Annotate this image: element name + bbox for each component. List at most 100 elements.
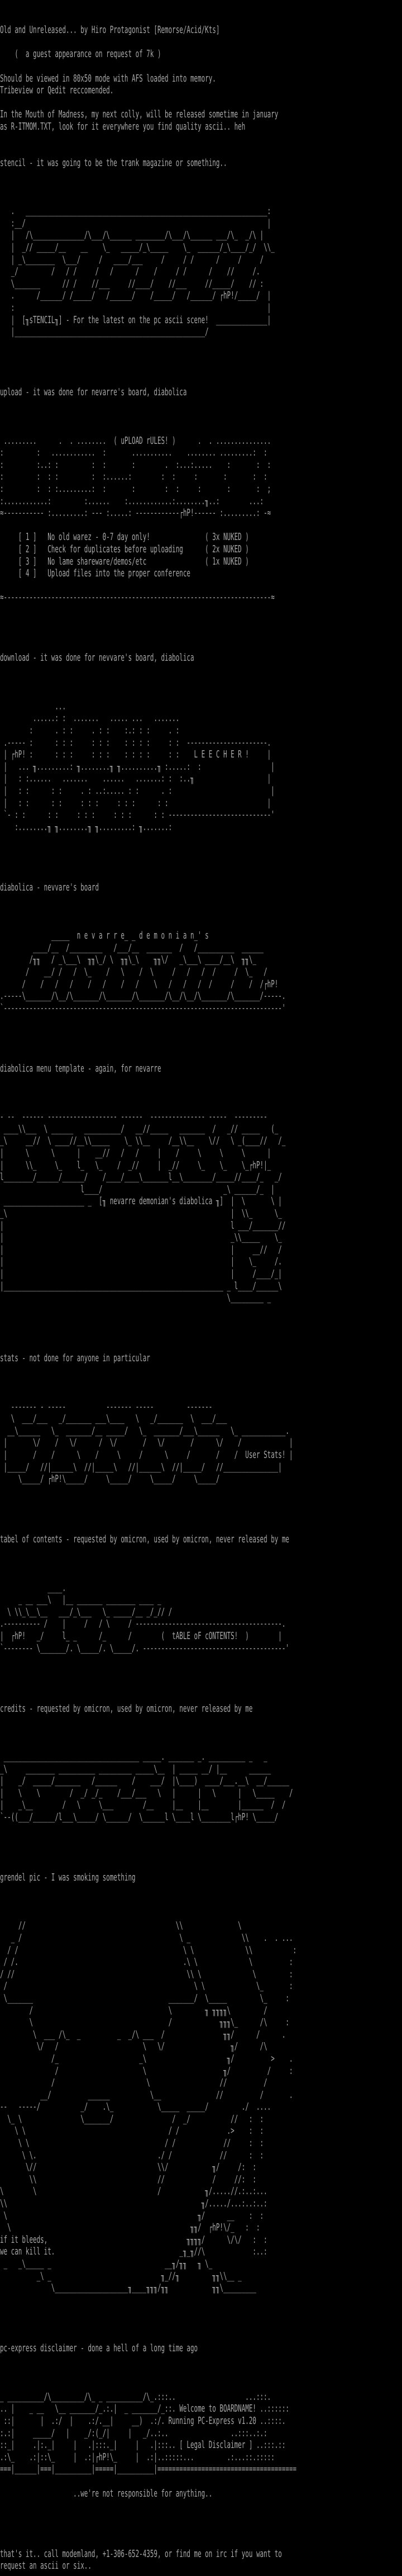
text-line: | _\\_____ \_ xyxy=(0,1231,282,1244)
toc-ascii-art: ____. _ __ ___\ |__ _______ ________ ___… xyxy=(0,1581,289,1655)
text-line: |_____/ //|______\ //|_____\ //|______\ … xyxy=(0,1461,282,1473)
text-line: | | /____/_| xyxy=(0,1267,282,1280)
pcx-tagline-block: ..we're not responsible for anything.. xyxy=(0,2487,212,2500)
text-line: |_______________________________________… xyxy=(0,1280,282,1292)
text-line: :............: :...... :............:...… xyxy=(0,495,264,507)
text-line: / /. .\ \ \ : xyxy=(0,1955,293,1968)
text-line: __\______ \_ _______/__ _____/ \_ ______… xyxy=(0,1424,289,1437)
text-line: \_____/ ┌hP!\_____/ \_____/ \_____/ \___… xyxy=(0,1472,220,1485)
text-line: _ _\_____ _ __╖/╖╖ ╖ \_ xyxy=(0,2257,213,2270)
rule-penalty: ( 2x NUKED ) xyxy=(205,543,249,556)
text-line: : : : : : :......: : : : : : : xyxy=(0,470,267,483)
text-line: . ______________________________________… xyxy=(0,205,271,217)
download-ascii-art: ... ......: : ....... ..... ... ....... … xyxy=(0,700,275,834)
text-line: _____ n e v a r r e_ _ d e m o n i a n_'… xyxy=(0,929,209,942)
text-line: \ ___ /\_ _ _ _/\ ___ / ╖╖/ / . xyxy=(0,2028,286,2040)
text-line: \ ___/___ _/_______ ___\____ \ _/_______… xyxy=(0,1412,227,1425)
text-line: /_ _\ ╖/ > . xyxy=(0,2052,293,2064)
text-line: \ / ╖╖╖\_ /\ : xyxy=(0,2016,289,2029)
rule-number: [ 1 ] xyxy=(18,531,37,543)
text-line: .. | _ __ \__ _______/_.:.| _ _______/_:… xyxy=(0,2402,289,2415)
credits-ascii-art: _____________________________________ __… xyxy=(0,1751,293,1824)
text-line: .-----\_______/\__/\_______/\_______/\__… xyxy=(0,989,286,1002)
upload-rules-list: [ 1 ]No old warez - 0-7 day only!( 3x NU… xyxy=(0,531,402,579)
text-line: \ \ / ╖/.....//.:..:... xyxy=(0,2185,267,2198)
text-line: _ __________/\_________/\_ _ __________/… xyxy=(0,2390,271,2403)
section-caption: stencil - it was going to be the trank m… xyxy=(0,157,227,169)
upload-rule: [ 2 ]Check for duplicates before uploadi… xyxy=(0,539,402,560)
guest-note: ( a guest appearance on request of 7k ) xyxy=(0,48,161,60)
text-line: | \ \ | __// / / | / \ \ \ | xyxy=(0,1147,271,1159)
text-line: | \/ / \/ / \/ / \/ / \/ / | xyxy=(0,1436,293,1449)
text-line: request an ascii or six.. xyxy=(0,2559,92,2572)
text-line: ______________________ _ [╖ nevarre demo… xyxy=(0,1195,282,1208)
text-line: `---------------------------------------… xyxy=(0,1002,286,1014)
rule-text: Upload files into the proper conference xyxy=(47,567,190,580)
guest-note-block: ( a guest appearance on request of 7k ) xyxy=(0,48,161,60)
text-line: | | \_ /. xyxy=(0,1255,282,1268)
text-line: `--((___/______/l___\_____/ \______/ \__… xyxy=(0,1811,279,1824)
text-line: _/ / / / / / / / / / / // /. xyxy=(0,265,260,278)
section-caption: grendel pic - I was smoking something xyxy=(0,1871,136,1884)
text-line: : . : : . : : :.: : : . : xyxy=(0,724,180,737)
upload-ascii-art: ......... . . ........ ( uPLOAD rULES! )… xyxy=(0,434,271,519)
text-line: _ __ ___\ |__ _______ ________ ____ _ xyxy=(0,1593,161,1606)
text-line: \/ / \ \/ ╖/ /\ xyxy=(0,2040,267,2053)
stats-ascii-art: ------- - ----- ------- ----- ------- \ … xyxy=(0,1400,293,1485)
upload-rule: [ 1 ]No old warez - 0-7 day only!( 3x NU… xyxy=(0,527,402,547)
section-caption: diabolica menu template - again, for nev… xyxy=(0,1062,161,1074)
text-line: \ \. ./ / // : : xyxy=(0,2149,264,2161)
text-line: we can kill it. _╖_╖//\ :..: xyxy=(0,2246,267,2258)
stats-caption-block: stats - not done for anyone in particula… xyxy=(0,1352,150,1365)
text-line: __/ ______ \__ // / . xyxy=(0,2089,293,2101)
rule-text: No lame shareware/demos/etc xyxy=(47,555,147,567)
text-line: _\ | \\_ \_ xyxy=(0,1207,282,1219)
section-caption: pc-express disclaimer - done a hell of a… xyxy=(0,2342,198,2355)
text-line: / / \ \ \\ : xyxy=(0,1944,297,1956)
text-line: _____________________________________ __… xyxy=(0,1750,267,1763)
text-line: / \ \ \_ : xyxy=(0,1980,293,1992)
text-line: \____________________╖____╖╖╖/╖╖ ╖╖\____… xyxy=(0,2281,256,2294)
text-line: In the Mouth of Madness, my next colly, … xyxy=(0,108,279,121)
text-line: that's it.. call modemland, +1-306-652-4… xyxy=(0,2547,282,2560)
header-title-block: Old and Unreleased... by Hiro Protagonis… xyxy=(0,24,219,36)
text-line: .---------- / | / / \ / ----------------… xyxy=(0,1617,286,1630)
text-line: :__/ | xyxy=(0,217,271,229)
text-line: .:\_ .:|::\_ | .:|┌hP!\_ | .:|..:::::...… xyxy=(0,2451,275,2463)
text-line: \ \ / / // : : xyxy=(0,2137,264,2149)
file-title: Old and Unreleased... by Hiro Protagonis… xyxy=(0,23,220,36)
text-line: \_______ _______/ \_____ \_ : xyxy=(0,1992,289,2004)
text-line: ____/__ /_________ /___/__ _______ / /__… xyxy=(0,941,264,954)
release-note: In the Mouth of Madness, my next colly, … xyxy=(0,108,278,132)
view-note: Should be viewed in 80x50 mode with AFS … xyxy=(0,72,216,97)
pcx-tagline: ..we're not responsible for anything.. xyxy=(0,2487,213,2499)
text-line: | _/ _____/_______ /______ / ___/ |\____… xyxy=(0,1774,289,1787)
diabolica-caption-block: diabolica - nevvare's board xyxy=(0,881,99,894)
section-caption: download - it was done for nevvare's boa… xyxy=(0,651,194,664)
text-line: | : :...... ....... ...... .......: : :.… xyxy=(0,772,271,785)
text-line: _\ ________ __________ _________ _____\_… xyxy=(0,1763,271,1775)
section-caption: stats - not done for anyone in particula… xyxy=(0,1352,150,1365)
text-line: | : : : : . : ..:..... : : . : | xyxy=(0,784,275,797)
stencil-caption-block: stencil - it was going to be the trank m… xyxy=(0,157,227,169)
text-line: ===|______|===|__________|=====|________… xyxy=(0,2463,297,2475)
text-line: Tribeview or Qedit reccomended. xyxy=(0,84,114,97)
rule-penalty: ( 1x NUKED ) xyxy=(205,555,249,567)
text-line: | ┌hP! : : : : : : : : : : : : : L E E C… xyxy=(0,748,271,761)
credits-caption-block: credits - requested by omicron, used by … xyxy=(0,1702,252,1715)
diabolica-ascii-art: _____ n e v a r r e_ _ d e m o n i a n_'… xyxy=(0,930,285,1014)
text-line: // \\ \ xyxy=(0,1919,242,1932)
text-line: ____. xyxy=(0,1581,66,1594)
rule-penalty: ( 3x NUKED ) xyxy=(205,531,249,543)
text-line: | [╖sTENCIL╖] - For the latest on the pc… xyxy=(0,314,271,326)
text-line: /╖╖ / _\___\ ╖╖\_/ \ ╖╖\_\ ╖╖\/ _\___\ _… xyxy=(0,953,256,966)
text-line: ::| | .:/ | .:/.__| __) .:/. Running PC-… xyxy=(0,2414,286,2427)
section-caption: upload - it was done for nevarre's board… xyxy=(0,386,187,399)
text-line: `-------- \_______/. \_____/. \_____/. -… xyxy=(0,1642,289,1654)
rule-number: [ 3 ] xyxy=(18,555,37,567)
text-line: :.:| _____/ | _/:(_/| | _/..:.. ..:::..:… xyxy=(0,2427,267,2439)
upload-rule: [ 4 ]Upload files into the proper confer… xyxy=(0,564,402,584)
text-line: .----- : : : : : : : : : : : : : -------… xyxy=(0,736,271,749)
pcx-caption-block: pc-express disclaimer - done a hell of a… xyxy=(0,2342,198,2355)
text-line: l________/______/______/ /____/____\____… xyxy=(0,1171,282,1183)
